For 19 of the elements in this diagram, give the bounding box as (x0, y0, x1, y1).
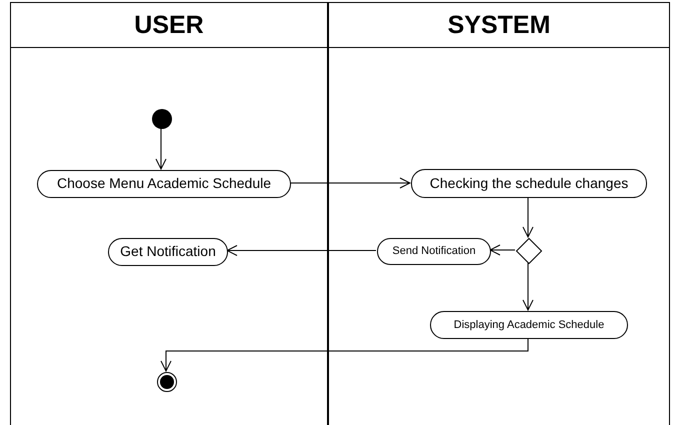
arrow (490, 244, 516, 256)
initial-node (152, 109, 172, 129)
final-node (157, 372, 177, 392)
decision-diamond (516, 238, 542, 264)
swimlane (10, 2, 328, 425)
arrow (160, 338, 528, 372)
swimlane (328, 2, 670, 425)
activity-node: Send Notification (377, 238, 491, 265)
lane-title: SYSTEM (446, 11, 552, 39)
lane-title: USER (133, 11, 205, 39)
arrow (156, 128, 166, 170)
arrow (226, 245, 376, 256)
arrow (522, 196, 534, 238)
activity-node: Displaying Academic Schedule (430, 311, 628, 339)
activity-node: Get Notification (108, 238, 228, 266)
activity-node: Choose Menu Academic Schedule (37, 170, 291, 198)
activity-node: Checking the schedule changes (411, 169, 647, 198)
arrow (522, 262, 534, 310)
arrow (290, 178, 410, 188)
